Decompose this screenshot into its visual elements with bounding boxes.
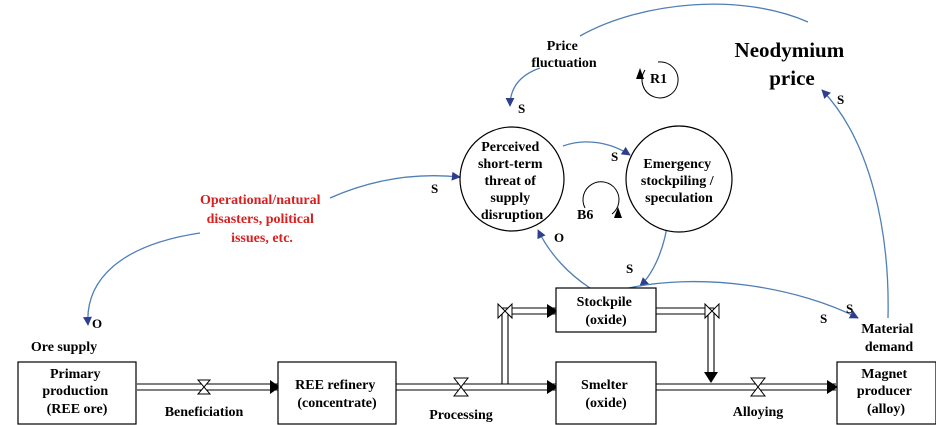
link-stockpile-to-threat <box>537 229 591 289</box>
flow-processing-pipe <box>396 304 558 394</box>
flow-beneficiation-pipe <box>137 380 280 394</box>
material-demand-label: Material demand <box>861 322 917 355</box>
alloying-label: Alloying <box>733 405 784 420</box>
valve-beneficiation[interactable] <box>196 379 212 395</box>
emergency-stockpiling-circle[interactable] <box>625 125 733 233</box>
stockpile-label: Stockpile (oxide) <box>577 295 636 328</box>
ree-refinery-label: REE refinery (concentrate) <box>295 378 379 411</box>
polarity-fluct-to-threat: S <box>518 101 525 116</box>
processing-label: Processing <box>429 408 493 423</box>
link-demand-to-price <box>821 89 889 319</box>
polarity-disasters-to-threat: S <box>431 181 438 196</box>
link-disasters-to-ore <box>82 232 201 326</box>
polarity-disasters-to-ore: O <box>92 316 102 331</box>
polarity-stockpile-to-demand-left: S <box>820 311 827 326</box>
loop-b6: B6 <box>577 181 622 223</box>
link-fluctuation-to-threat <box>505 67 541 107</box>
perceived-threat-circle[interactable] <box>459 126 565 232</box>
flow-alloying-pipe <box>655 307 838 394</box>
link-price-to-fluctuation <box>579 3 809 37</box>
smelter-box[interactable] <box>555 361 657 425</box>
link-threat-to-emergency <box>562 141 631 156</box>
neodymium-price-label: Neodymium price <box>735 38 850 90</box>
ore-supply-label: Ore supply <box>31 340 97 355</box>
magnet-producer-box[interactable] <box>836 361 936 425</box>
primary-production-label: Primary production (REE ore) <box>42 367 111 417</box>
disasters-label: Operational/natural disasters, political… <box>200 193 324 246</box>
valve-stockpile-in[interactable] <box>497 302 513 320</box>
valve-processing[interactable] <box>452 377 470 397</box>
beneficiation-label: Beneficiation <box>165 405 244 420</box>
polarity-threat-to-emergency: S <box>611 149 618 164</box>
loop-r1-label: R1 <box>650 72 667 87</box>
ree-refinery-box[interactable] <box>277 361 397 425</box>
loop-r1: R1 <box>636 61 679 99</box>
polarity-stockpile-to-threat: O <box>554 230 564 245</box>
primary-production-box[interactable] <box>17 361 137 425</box>
price-fluctuation-label: Price fluctuation <box>531 39 597 71</box>
perceived-threat-label: Perceived short-term threat of supply di… <box>478 140 546 223</box>
loop-b6-label: B6 <box>577 208 593 223</box>
emergency-stockpiling-label: Emergency stockpiling / speculation <box>641 157 717 206</box>
valve-stockpile-out[interactable] <box>704 302 720 320</box>
stockpile-box[interactable] <box>555 287 657 333</box>
polarity-stockpile-to-demand-right: S <box>846 301 853 316</box>
smelter-label: Smelter (oxide) <box>581 378 631 411</box>
valve-alloying[interactable] <box>749 377 767 397</box>
polarity-emergency-to-stockpile: S <box>626 261 633 276</box>
link-stockpile-to-demand <box>619 280 859 319</box>
link-disasters-to-threat <box>329 171 461 199</box>
polarity-demand-to-price: S <box>837 92 844 107</box>
magnet-producer-label: Magnet producer (alloy) <box>857 367 915 417</box>
